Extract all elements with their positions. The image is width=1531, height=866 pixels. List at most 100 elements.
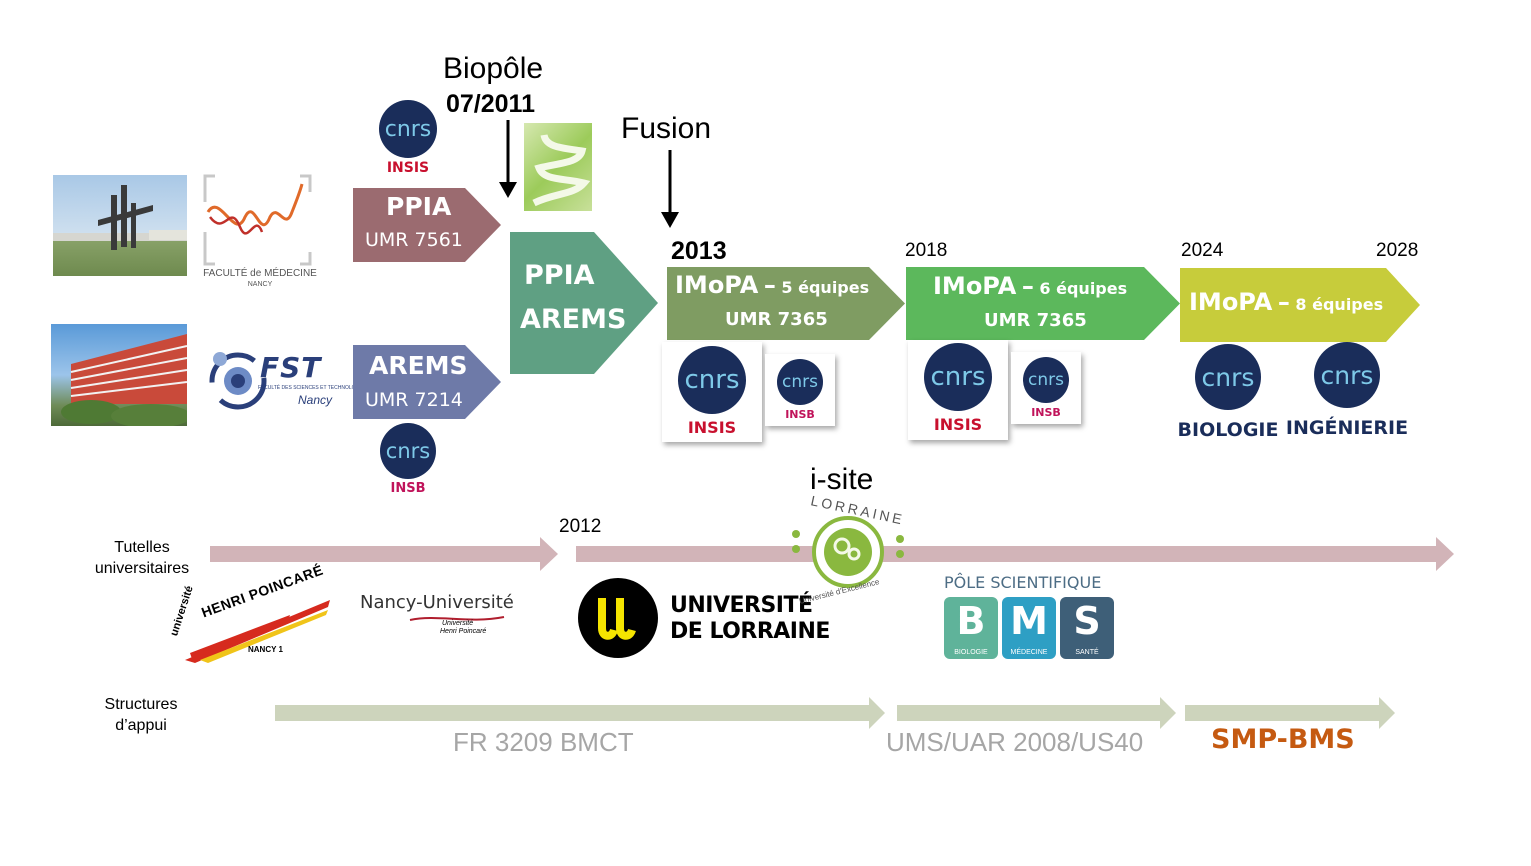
bms-label-biologie: BIOLOGIE xyxy=(954,649,988,656)
faculte-medecine-logo: FACULTÉ de MÉDECINE NANCY xyxy=(200,172,320,292)
biopole-date: 07/2011 xyxy=(446,90,535,118)
imopa-2024-title: IMoPA – 8 équipes xyxy=(1189,288,1383,316)
universite-de-lorraine-logo: UNIVERSITÉ DE LORRAINE xyxy=(578,578,830,660)
year-2013: 2013 xyxy=(671,237,727,265)
biopole-arrow xyxy=(499,120,517,198)
arems-chevron: AREMS UMR 7214 xyxy=(353,345,501,419)
nancy-universite-title: Nancy-Université xyxy=(360,592,514,613)
imopa-2024-name: IMoPA xyxy=(1189,288,1273,316)
ppia-chevron: PPIA UMR 7561 xyxy=(353,188,501,262)
fr-3209-label: FR 3209 BMCT xyxy=(453,727,634,757)
nancy-universite-sub2: Henri Poincaré xyxy=(440,628,487,635)
insb-label: INSB xyxy=(390,481,426,496)
year-2024: 2024 xyxy=(1181,240,1224,261)
structures-line2: d’appui xyxy=(115,717,167,734)
structures-arrow-1 xyxy=(275,697,885,729)
fusion-heading: Fusion xyxy=(621,112,712,145)
imopa-2013-dash: – xyxy=(763,271,776,299)
imopa-2013-name: IMoPA xyxy=(675,271,759,299)
structures-line1: Structures xyxy=(104,696,178,713)
insb-label: INSB xyxy=(785,408,815,421)
year-2028: 2028 xyxy=(1376,240,1419,261)
bms-label-medecine: MÉDECINE xyxy=(1010,649,1048,656)
ppia-arems-chevron: PPIA AREMS xyxy=(510,232,658,374)
cnrs-ingenierie-logo: cnrs INGÉNIERIE xyxy=(1283,342,1411,439)
ingenierie-label: INGÉNIERIE xyxy=(1285,417,1409,439)
imopa-2013-teams: 5 équipes xyxy=(781,278,870,297)
cnrs-circle: cnrs xyxy=(777,359,823,405)
imopa-2018-chevron: IMoPA – 6 équipes UMR 7365 xyxy=(906,267,1180,340)
imopa-2024-chevron: IMoPA – 8 équipes xyxy=(1180,268,1420,342)
bms-title: PÔLE SCIENTIFIQUE xyxy=(944,573,1102,592)
imopa-2013-chevron: IMoPA – 5 équipes UMR 7365 xyxy=(667,267,905,340)
ppia-name: PPIA xyxy=(386,192,452,221)
ul-line1: UNIVERSITÉ xyxy=(670,593,813,618)
cnrs-insb-card-2018: cnrs INSB xyxy=(1011,352,1081,424)
arems-code: UMR 7214 xyxy=(365,389,463,411)
tutelles-arrow-2 xyxy=(576,537,1454,571)
bms-m-block: M xyxy=(1002,597,1056,659)
cnrs-insb-logo-arems: cnrs INSB xyxy=(375,423,441,496)
nancy-universite-sub1: Université xyxy=(442,620,474,627)
biopole-heading: Biopôle xyxy=(443,52,544,85)
biopole-photo xyxy=(524,123,592,211)
imopa-2018-teams: 6 équipes xyxy=(1039,279,1128,298)
ppia-arems-line1: PPIA xyxy=(524,260,595,291)
cnrs-circle: cnrs xyxy=(380,423,436,479)
fusion-arrow xyxy=(661,150,679,228)
tutelles-arrow-1 xyxy=(210,537,558,571)
imopa-2018-name: IMoPA xyxy=(933,272,1017,300)
structures-arrow-2 xyxy=(897,697,1176,729)
bms-s-block: S xyxy=(1060,597,1114,659)
cnrs-circle: cnrs xyxy=(1195,344,1261,410)
insis-label: INSIS xyxy=(386,160,430,176)
faculte-medecine-label: FACULTÉ de MÉDECINE xyxy=(203,268,317,279)
imopa-2024-dash: – xyxy=(1277,288,1290,316)
imopa-2024-teams: 8 équipes xyxy=(1295,295,1384,314)
lorraine-excellence-logo: LORRAINE Université d'Excellence xyxy=(788,492,908,614)
ul-line2: DE LORRAINE xyxy=(670,619,830,644)
cnrs-insis-card-2018: cnrs INSIS xyxy=(908,340,1008,440)
cnrs-circle: cnrs xyxy=(379,100,437,158)
ppia-code: UMR 7561 xyxy=(365,229,463,251)
cnrs-circle: cnrs xyxy=(1023,357,1069,403)
insis-label: INSIS xyxy=(687,418,737,437)
ums-uar-label: UMS/UAR 2008/US40 xyxy=(886,727,1144,757)
tutelles-label: Tutelles universitaires xyxy=(82,537,202,579)
structures-arrow-3 xyxy=(1185,697,1395,729)
arems-name: AREMS xyxy=(369,351,468,380)
ppia-arems-line2: AREMS xyxy=(520,304,627,335)
cnrs-circle: cnrs xyxy=(924,343,992,411)
faculte-medecine-city: NANCY xyxy=(247,281,273,288)
fst-logo: FST FACULTÉ DES SCIENCES ET TECHNOLOGIES… xyxy=(208,345,367,417)
fst-building-photo xyxy=(51,324,187,426)
imopa-2018-code: UMR 7365 xyxy=(984,310,1087,331)
cnrs-biologie-logo: cnrs BIOLOGIE xyxy=(1172,344,1284,441)
insb-label: INSB xyxy=(1031,406,1061,419)
cnrs-insis-card-2013: cnrs INSIS xyxy=(662,342,762,442)
tutelles-line1: Tutelles xyxy=(114,539,170,556)
cnrs-circle: cnrs xyxy=(678,346,746,414)
fst-subtitle: FACULTÉ DES SCIENCES ET TECHNOLOGIES xyxy=(258,385,368,391)
bms-b-block: B xyxy=(944,597,998,659)
uhp-logo: université HENRI POINCARÉ NANCY 1 xyxy=(168,562,335,670)
faculte-medecine-photo xyxy=(53,175,187,276)
insis-label: INSIS xyxy=(933,415,983,434)
structures-label: Structures d’appui xyxy=(81,694,201,736)
pole-bms-logo: PÔLE SCIENTIFIQUE B M S BIOLOGIE MÉDECIN… xyxy=(944,573,1116,665)
uhp-nancy1: NANCY 1 xyxy=(248,645,283,654)
year-2018: 2018 xyxy=(905,240,948,261)
cnrs-insb-card-2013: cnrs INSB xyxy=(765,354,835,426)
cnrs-insis-logo-ppia: cnrs INSIS xyxy=(375,100,441,176)
imopa-2013-title: IMoPA – 5 équipes xyxy=(675,271,869,299)
imopa-2018-dash: – xyxy=(1021,272,1034,300)
smp-bms-label: SMP-BMS xyxy=(1211,724,1355,755)
bms-label-sante: SANTÉ xyxy=(1075,649,1099,656)
fst-label: FST xyxy=(260,351,322,384)
isite-heading: i-site xyxy=(810,463,874,496)
cnrs-circle: cnrs xyxy=(1314,342,1380,408)
imopa-2018-title: IMoPA – 6 équipes xyxy=(933,272,1127,300)
tutelles-line2: universitaires xyxy=(94,560,190,577)
biologie-label: BIOLOGIE xyxy=(1177,419,1279,441)
fst-city: Nancy xyxy=(298,393,333,407)
